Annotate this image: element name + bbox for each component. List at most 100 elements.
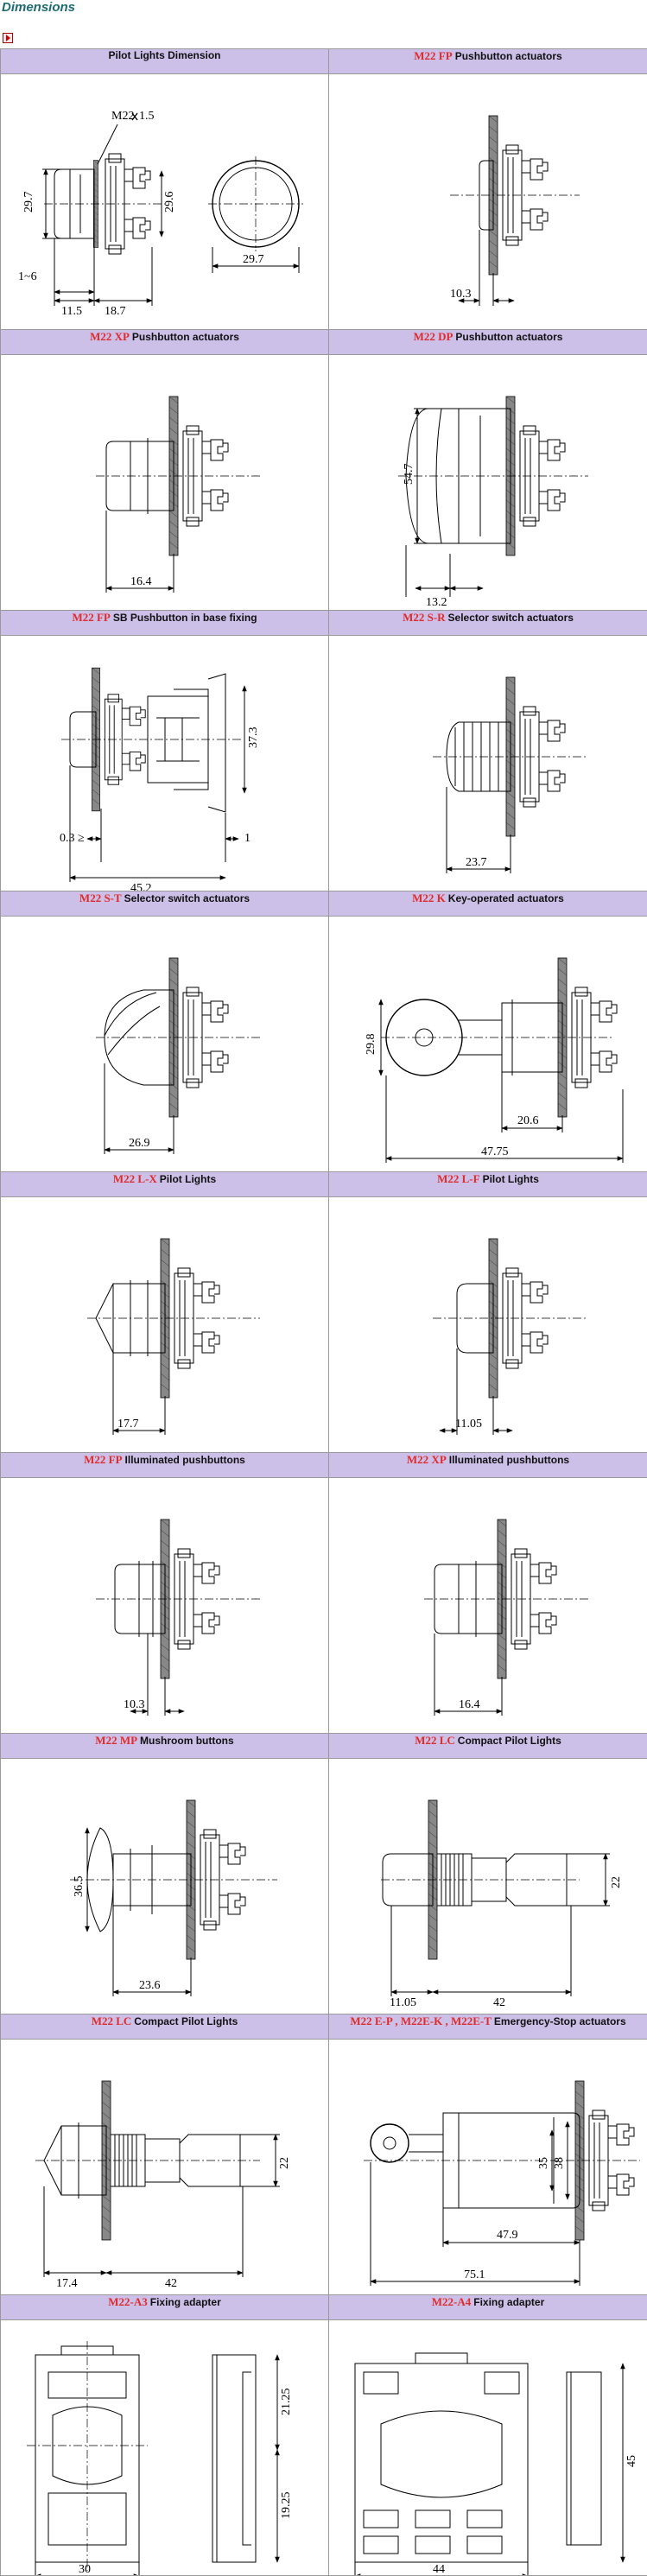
dim-label: M22 (111, 110, 134, 123)
dim-label: 1 (244, 832, 251, 845)
cell-label: Pilot Lights (483, 1173, 539, 1185)
cell-header: Pilot Lights Dimension (1, 49, 329, 74)
expand-arrow-icon[interactable] (3, 33, 13, 43)
cell-label: Pushbutton actuators (455, 331, 562, 343)
dimension-drawing: 26.9 (1, 917, 327, 1171)
cell-label: Pilot Lights Dimension (108, 49, 220, 61)
dimension-drawing-cell: 17.7 (1, 1197, 329, 1453)
dim-label: 47.75 (481, 1145, 509, 1158)
dim-label: 11.5 (61, 305, 82, 318)
dimension-drawing: 10.3 (329, 74, 646, 329)
dimension-drawing-cell: 29.8 20.6 47.75 (329, 917, 647, 1172)
model-code: M22 S-R (403, 611, 445, 624)
dim-label: 75.1 (464, 2268, 485, 2281)
dim-label: 44 (433, 2563, 445, 2575)
dim-label: 29.6 (163, 192, 176, 213)
dimension-drawing: 36.5 23.6 (1, 1759, 327, 2014)
dimension-drawing: 23.7 (329, 636, 646, 891)
model-code: M22 S-T (79, 891, 122, 904)
dim-label: 29.7 (243, 253, 264, 266)
dimension-drawing-cell: 54.7 13.2 (329, 355, 647, 611)
cell-label: Emergency-Stop actuators (494, 2015, 626, 2027)
dimension-drawing: 45 44 (329, 2320, 646, 2575)
dim-label: 22 (610, 1876, 623, 1888)
dim-label: 23.7 (466, 856, 487, 869)
dimension-drawing: 16.4 (329, 1478, 646, 1733)
dim-label: 19.25 (280, 2492, 293, 2520)
dim-label: 1.5 (139, 110, 155, 123)
dim-label: 17.4 (56, 2277, 78, 2290)
dimension-drawing-cell: 16.4 (329, 1478, 647, 1734)
dimension-drawing-cell: 45 44 (329, 2320, 647, 2576)
dim-label: 29.8 (365, 1034, 377, 1056)
cell-label: SB Pushbutton in base fixing (113, 612, 257, 624)
model-code: M22 L-X (113, 1172, 157, 1185)
dimension-drawing: 10.3 (1, 1478, 327, 1733)
dimension-drawing: 54.7 13.2 (329, 355, 646, 610)
dimension-drawing: 37.30.3 ≥145.2 (1, 636, 327, 891)
model-code: M22 DP (414, 330, 454, 343)
model-code: M22 FP (414, 49, 452, 62)
dim-label: 45 (625, 2455, 638, 2467)
dim-label: 42 (493, 1996, 505, 2009)
model-code: M22 LC (415, 1734, 455, 1747)
dim-label: 42 (165, 2277, 177, 2290)
cell-label: Compact Pilot Lights (134, 2015, 238, 2027)
dimension-drawing-cell: 16.4 (1, 355, 329, 611)
dim-label: 29.7 (22, 192, 35, 213)
dim-label: 36.5 (73, 1876, 86, 1898)
cell-label: Fixing adapter (150, 2296, 221, 2308)
model-code: M22-A3 (108, 2295, 148, 2308)
model-code: M22 LC (92, 2014, 132, 2027)
dim-label: 23.6 (139, 1979, 161, 1992)
dim-label: 35 (537, 2157, 550, 2169)
dim-label: 37.3 (247, 727, 260, 749)
dim-label: 18.7 (105, 305, 126, 318)
dimension-drawing-cell: 23.7 (329, 636, 647, 891)
cell-label: Pushbutton actuators (132, 331, 239, 343)
cell-label: Selector switch actuators (448, 612, 574, 624)
cell-label: Compact Pilot Lights (458, 1735, 561, 1747)
dimension-drawing: 22 17.4 42 (1, 2040, 327, 2294)
dim-label: 47.9 (497, 2229, 518, 2242)
dim-label: 0.3 ≥ (60, 832, 85, 845)
dim-label: 16.4 (459, 1698, 480, 1711)
dim-label: 22 (278, 2157, 291, 2169)
cell-label: Pilot Lights (160, 1173, 216, 1185)
model-code: M22 L-F (437, 1172, 479, 1185)
cell-label: Illuminated pushbuttons (125, 1454, 245, 1466)
dimension-drawing: 11.05 (329, 1197, 646, 1452)
model-code: M22-A4 (432, 2295, 472, 2308)
dim-label: 11.05 (455, 1418, 482, 1431)
dimension-drawing-cell: 10.3 (329, 74, 647, 330)
model-code: M22 E-P , M22E-K , M22E-T (350, 2014, 492, 2027)
dim-label: 13.2 (426, 596, 447, 609)
cell-label: Illuminated pushbuttons (449, 1454, 569, 1466)
dimensions-table: Pilot Lights Dimension M22 FP Pushbutton a… (0, 48, 647, 2576)
page-title: Dimensions (0, 0, 647, 19)
cell-label: Mushroom buttons (140, 1735, 234, 1747)
dim-label: 20.6 (517, 1114, 539, 1127)
dimension-drawing-cell: 11.05 (329, 1197, 647, 1453)
dim-label: 38 (553, 2157, 566, 2169)
dim-label: 54.7 (403, 464, 415, 485)
dimension-drawing-cell: 22 17.4 42 (1, 2040, 329, 2295)
